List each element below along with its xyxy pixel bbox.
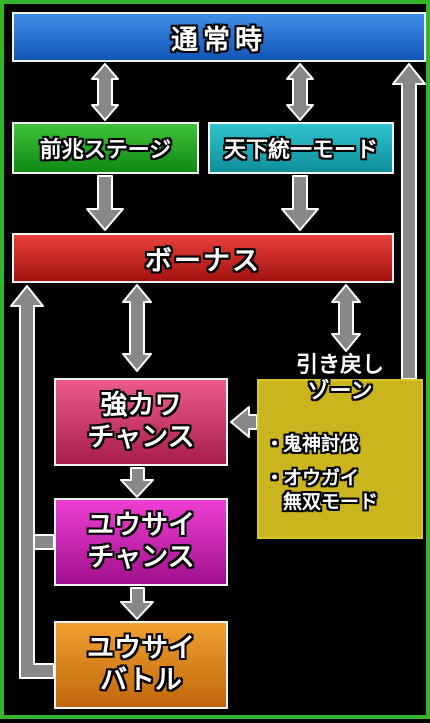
arrow-layer xyxy=(10,63,426,679)
normal-state-box: 通常時 xyxy=(12,12,426,62)
yusai-chance-line-1: ユウサイ xyxy=(87,509,195,541)
arrow-zone-normal xyxy=(392,63,426,380)
yusai-chance-box: ユウサイ チャンス xyxy=(54,498,228,586)
kyokawa-line-2: チャンス xyxy=(87,422,195,453)
tenka-toitsu-mode-box: 天下統一モード xyxy=(208,122,394,174)
double-arrow-normal-tenka xyxy=(286,63,314,121)
bonus-box: ボーナス xyxy=(12,233,394,283)
arrow-tenka-bonus xyxy=(281,175,319,231)
kyokawa-line-1: 強カワ xyxy=(100,389,182,421)
hikimodoshi-zone-box: 引き戻し ゾーン ・鬼神討伐 ・オウガイ 無双モード xyxy=(257,353,423,539)
yusai-battle-line-2: バトル xyxy=(100,665,182,696)
zone-title-line-1: 引き戻し xyxy=(295,353,384,378)
arrow-zencho-bonus xyxy=(86,175,124,231)
zone-item-label-line-2: 無双モード xyxy=(283,490,379,513)
zone-item-label: 鬼神討伐 xyxy=(283,433,360,455)
arrow-kyokawa-yusai-chance xyxy=(120,467,154,498)
zone-item-ougai-musou: ・オウガイ 無双モード xyxy=(265,467,378,515)
double-arrow-bonus-zone xyxy=(331,284,361,352)
zencho-stage-box: 前兆ステージ xyxy=(12,122,199,174)
yusai-battle-line-1: ユウサイ xyxy=(87,632,195,664)
arrow-yusai-bonus-loop xyxy=(10,285,55,679)
zone-item-kishin-toubatsu: ・鬼神討伐 xyxy=(265,433,359,457)
arrow-yusai-chance-battle xyxy=(120,587,154,620)
double-arrow-bonus-kyokawa xyxy=(122,284,152,372)
yusai-battle-box: ユウサイ バトル xyxy=(54,621,228,709)
arrow-zone-kyokawa xyxy=(230,406,258,438)
kyokawa-chance-box: 強カワ チャンス xyxy=(54,378,228,466)
zone-title-line-2: ゾーン xyxy=(307,379,373,405)
bullet: ・ xyxy=(265,467,285,489)
zone-title: 引き戻し ゾーン xyxy=(259,353,421,406)
zone-item-label: オウガイ xyxy=(283,467,360,489)
double-arrow-normal-zencho xyxy=(91,63,119,121)
bullet: ・ xyxy=(265,433,285,455)
yusai-chance-line-2: チャンス xyxy=(87,542,195,573)
